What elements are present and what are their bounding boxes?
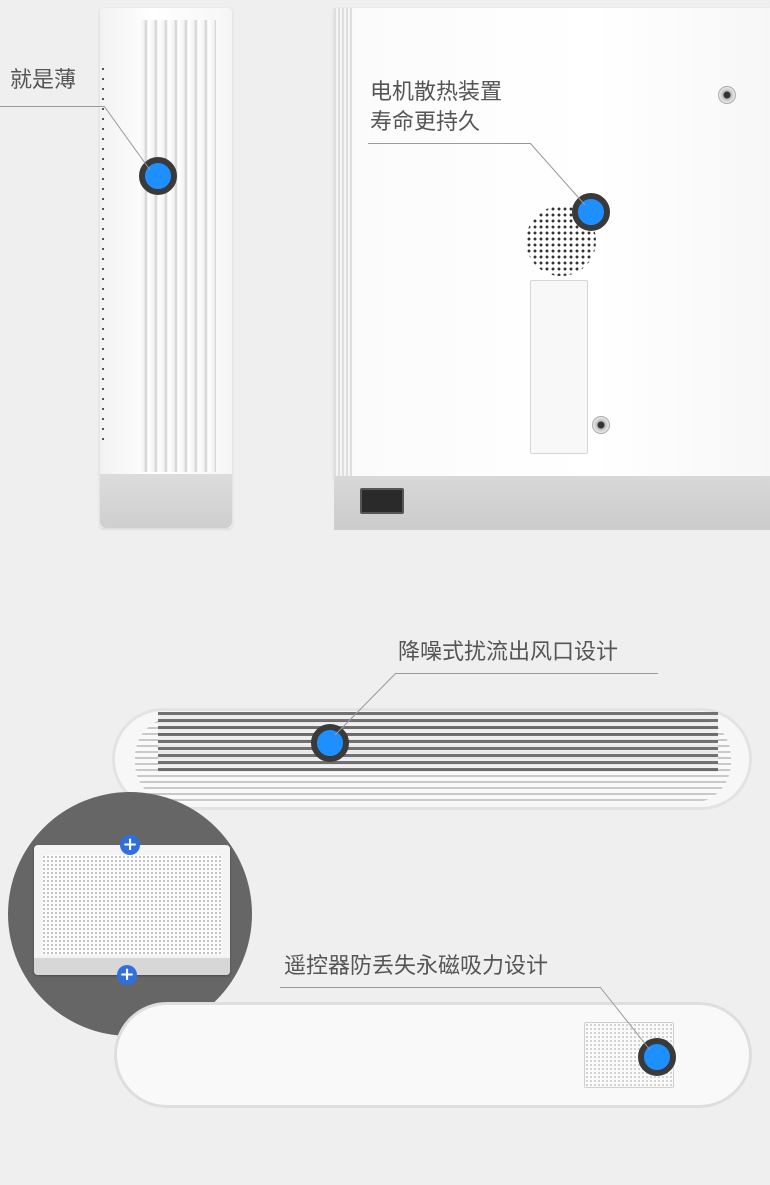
motor-label-line2: 寿命更持久 — [370, 110, 481, 135]
side-view-base — [100, 474, 232, 528]
plus-marker-icon[interactable]: + — [117, 965, 137, 985]
top-vent-inner-shadow — [158, 712, 718, 772]
mini-purifier-mesh — [42, 855, 222, 955]
screw-icon — [592, 416, 610, 434]
back-view-base — [334, 476, 770, 530]
outlet-label: 降噪式扰流出风口设计 — [398, 640, 619, 665]
power-port — [360, 488, 404, 514]
outlet-callout-dot-icon[interactable] — [311, 724, 349, 762]
slim-leader-line — [0, 106, 104, 107]
remote-callout-dot-icon[interactable] — [638, 1038, 676, 1076]
side-vent-fins — [138, 20, 216, 472]
motor-leader-line — [368, 143, 530, 144]
plus-marker-icon[interactable]: + — [120, 835, 140, 855]
motor-callout-dot-icon[interactable] — [572, 193, 610, 231]
remote-leader-line — [280, 987, 600, 988]
slim-label: 就是薄 — [10, 68, 77, 93]
motor-label-line1: 电机散热装置 — [370, 80, 503, 105]
side-dotted-edge — [102, 68, 104, 448]
remote-label: 遥控器防丢失永磁吸力设计 — [284, 954, 549, 979]
outlet-leader-line — [396, 673, 658, 674]
screw-icon — [718, 86, 736, 104]
back-cover-plate — [530, 280, 588, 454]
back-view-side-edge — [334, 8, 352, 478]
slim-callout-dot-icon[interactable] — [139, 157, 177, 195]
